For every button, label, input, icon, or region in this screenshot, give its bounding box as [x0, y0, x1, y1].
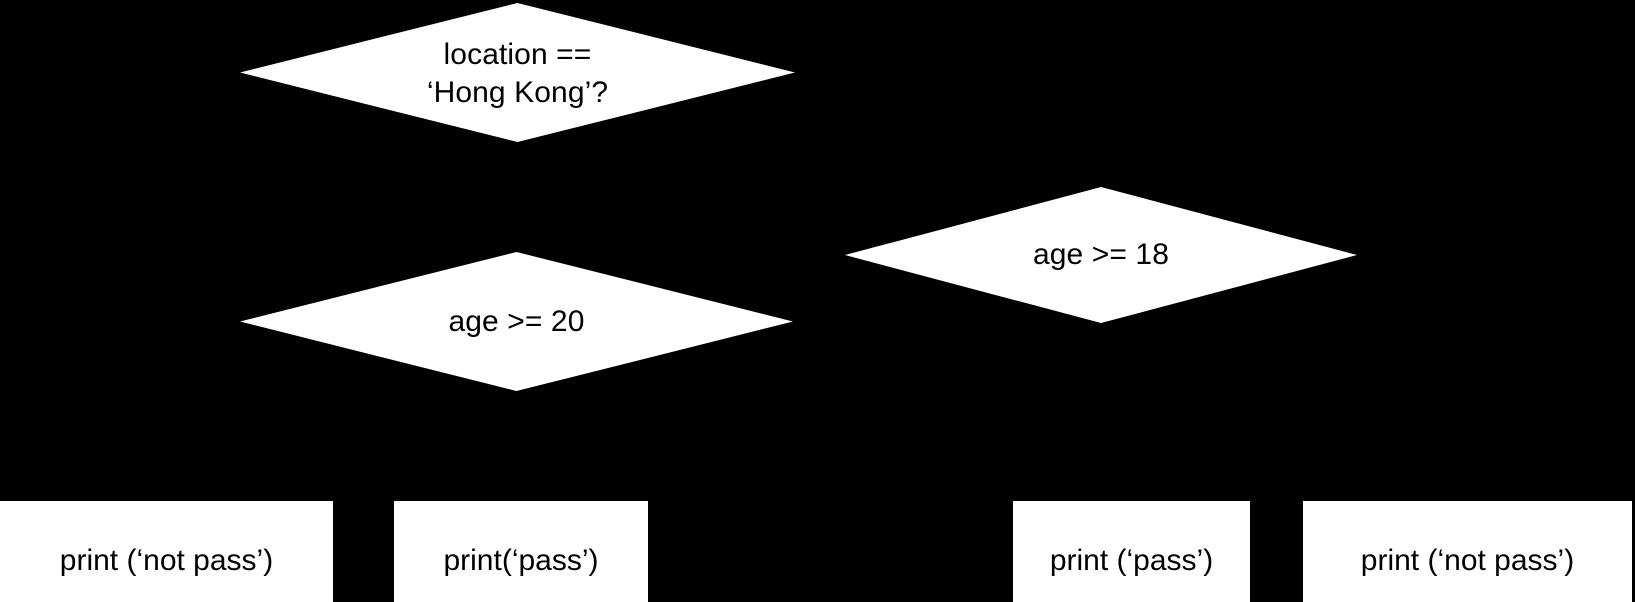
decision-node-location-check[interactable]: location == ‘Hong Kong’? [240, 3, 795, 142]
decision-label-location-check: location == ‘Hong Kong’? [426, 38, 609, 109]
decision-label-age-20-check: age >= 20 [448, 304, 585, 338]
process-label-not-pass-left: print (‘not pass’) [59, 543, 274, 577]
process-node-not-pass-right[interactable]: print (‘not pass’) [1303, 501, 1632, 602]
decision-node-age-20-check[interactable]: age >= 20 [240, 252, 793, 391]
process-node-pass-right[interactable]: print (‘pass’) [1013, 501, 1250, 602]
decision-node-age-18-check[interactable]: age >= 18 [845, 187, 1357, 323]
process-node-not-pass-left[interactable]: print (‘not pass’) [0, 501, 333, 602]
process-label-not-pass-right: print (‘not pass’) [1360, 543, 1575, 577]
process-node-pass-left[interactable]: print(‘pass’) [394, 501, 648, 602]
decision-label-age-18-check: age >= 18 [1032, 238, 1170, 272]
process-label-pass-right: print (‘pass’) [1049, 543, 1214, 577]
process-label-pass-left: print(‘pass’) [443, 543, 599, 577]
